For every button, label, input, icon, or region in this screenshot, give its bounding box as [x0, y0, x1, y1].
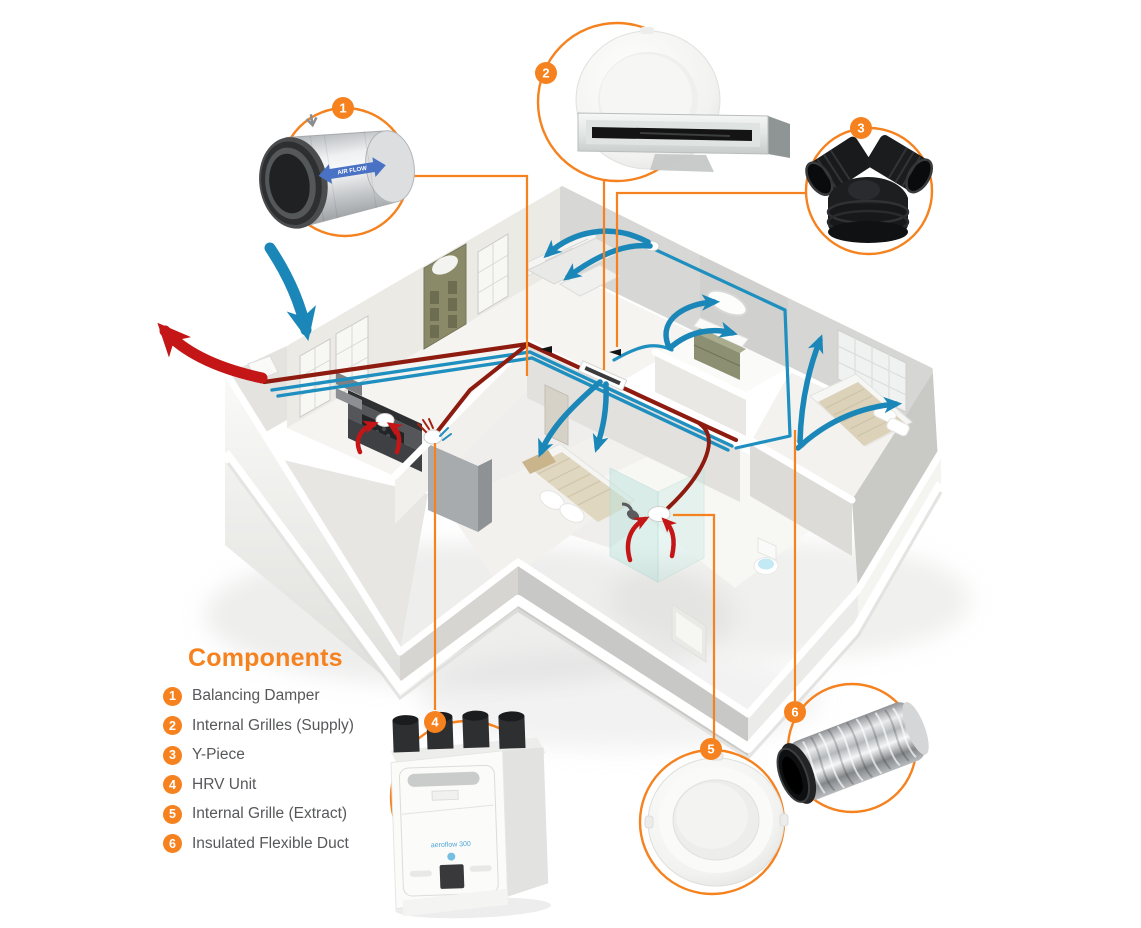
- exterior-walls: [220, 343, 946, 760]
- product-balancing-damper: AIR FLOW: [259, 114, 415, 229]
- fresh-in-arrow: [264, 242, 317, 342]
- legend-item-insulated-flexible-duct: 6 Insulated Flexible Duct: [163, 834, 423, 854]
- product-insulated-flexible-duct: [776, 702, 929, 804]
- slot-grille: [577, 112, 790, 172]
- window-right-of-door: [477, 233, 509, 315]
- legend-item-internal-grilles-supply: 2 Internal Grilles (Supply): [163, 716, 423, 736]
- badge-2: 2: [535, 62, 557, 84]
- toilet: [753, 537, 779, 575]
- svg-text:AIR FLOW: AIR FLOW: [337, 166, 368, 177]
- exhaust-out-arrow: [157, 322, 268, 384]
- legend-label-5: Internal Grille (Extract): [192, 805, 348, 823]
- svg-text:4: 4: [431, 715, 439, 730]
- product-internal-grille-extract: [644, 752, 789, 887]
- svg-text:6: 6: [791, 705, 798, 720]
- legend-badge-3: 3: [163, 745, 182, 765]
- vent-opening: [671, 603, 707, 663]
- badge-4: 4: [424, 711, 446, 733]
- legend-item-internal-grille-extract: 5 Internal Grille (Extract): [163, 804, 423, 824]
- badge-3: 3: [850, 117, 872, 139]
- svg-text:5: 5: [707, 742, 714, 757]
- legend-badge-6: 6: [163, 834, 182, 854]
- hrv-ports: [392, 710, 526, 753]
- legend-label-2: Internal Grilles (Supply): [192, 716, 354, 734]
- legend-label-6: Insulated Flexible Duct: [192, 834, 349, 852]
- svg-text:3: 3: [857, 121, 864, 136]
- legend-label-4: HRV Unit: [192, 775, 257, 793]
- legend-label-3: Y-Piece: [192, 746, 245, 764]
- product-hrv-unit: aeroflow 300: [390, 710, 552, 919]
- product-y-piece: [805, 135, 934, 243]
- extract-arrows: [355, 420, 677, 563]
- airflow-sticker: AIR FLOW: [318, 157, 386, 184]
- wall-top-bands: [221, 178, 945, 718]
- legend-badge-4: 4: [163, 775, 182, 795]
- badge-6: 6: [784, 701, 806, 723]
- badge-1: 1: [332, 97, 354, 119]
- legend-badge-5: 5: [163, 804, 182, 824]
- legend-item-hrv-unit: 4 HRV Unit: [163, 775, 423, 795]
- hrv-model-label: aeroflow 300: [431, 841, 471, 849]
- badge-5: 5: [700, 738, 722, 760]
- shower-extract-point: [647, 506, 671, 522]
- callout-badges: 1 2 3 4 5 6: [332, 62, 872, 760]
- legend-item-y-piece: 3 Y-Piece: [163, 745, 423, 765]
- front-door: [423, 243, 467, 350]
- legend-heading: Components: [188, 644, 343, 672]
- svg-text:2: 2: [542, 66, 549, 81]
- airflow-arrows: [157, 228, 903, 563]
- window-bedroom-right: [837, 329, 907, 413]
- legend-item-balancing-damper: 1 Balancing Damper: [163, 686, 423, 706]
- legend-badge-2: 2: [163, 716, 182, 736]
- hallway-manifold: [417, 418, 452, 445]
- supply-arrows: [538, 228, 903, 458]
- legend-badge-1: 1: [163, 686, 182, 706]
- leader-lines: [408, 174, 807, 740]
- product-internal-grilles-supply: [575, 27, 790, 172]
- components-legend: Components 1 Balancing Damper 2 Internal…: [163, 644, 423, 865]
- svg-text:1: 1: [339, 101, 346, 116]
- legend-label-1: Balancing Damper: [192, 687, 320, 704]
